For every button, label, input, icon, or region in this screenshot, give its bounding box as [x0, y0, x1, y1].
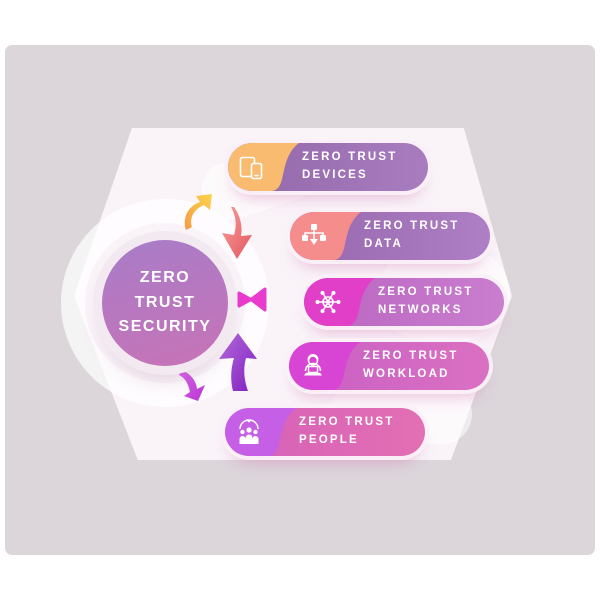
- orange-curved-arrow-icon: [184, 194, 212, 230]
- center-title-line: SECURITY: [118, 318, 212, 336]
- pill-label-line2: PEOPLE: [299, 434, 359, 446]
- pill-label: ZERO TRUST NETWORKS: [378, 284, 473, 320]
- red-down-arrow-icon: [222, 207, 252, 259]
- pill-body: [304, 278, 504, 326]
- pill-body: [225, 408, 425, 456]
- data-flow-icon: [302, 224, 326, 245]
- network-hub-icon: [315, 290, 341, 314]
- pill-label: ZERO TRUST WORKLOAD: [363, 348, 458, 384]
- purple-up-arrow-icon: [219, 333, 257, 391]
- pill-body: [228, 143, 428, 191]
- pill-zero-trust-people: ZERO TRUST PEOPLE: [225, 408, 425, 456]
- tablet-phone-icon: [239, 156, 263, 180]
- pill-label: ZERO TRUST PEOPLE: [299, 414, 394, 450]
- pill-body: [289, 342, 489, 390]
- zero-trust-security-circle: ZERO TRUST SECURITY: [102, 240, 228, 366]
- pill-label-line2: WORKLOAD: [363, 368, 450, 380]
- center-title: ZERO TRUST SECURITY: [119, 266, 212, 340]
- people-group-icon: [239, 419, 259, 444]
- pill-label-line1: ZERO TRUST: [299, 416, 395, 429]
- pill-label-line2: NETWORKS: [378, 304, 463, 316]
- pill-icon-cap: [289, 342, 360, 390]
- pill-label-line1: ZERO TRUST: [363, 350, 459, 363]
- pill-label-line1: ZERO TRUST: [364, 220, 460, 233]
- magenta-curved-arrow-icon: [179, 370, 205, 401]
- pill-label-line1: ZERO TRUST: [302, 151, 398, 164]
- pill-icon-cap: [228, 143, 299, 191]
- magenta-bowtie-arrow-icon: [237, 287, 267, 312]
- pill-zero-trust-networks: ZERO TRUST NETWORKS: [304, 278, 504, 326]
- pill-body: [290, 212, 490, 260]
- center-title-line: TRUST: [134, 293, 196, 311]
- pill-label: ZERO TRUST DEVICES: [302, 149, 397, 185]
- pill-zero-trust-workload: ZERO TRUST WORKLOAD: [289, 342, 489, 390]
- pill-zero-trust-data: ZERO TRUST DATA: [290, 212, 490, 260]
- center-title-line: ZERO: [139, 268, 191, 286]
- pill-label-line1: ZERO TRUST: [378, 286, 474, 299]
- pill-label: ZERO TRUST DATA: [364, 218, 459, 254]
- pill-zero-trust-devices: ZERO TRUST DEVICES: [228, 143, 428, 191]
- person-laptop-icon: [304, 354, 322, 376]
- pill-label-line2: DATA: [364, 238, 404, 250]
- pill-label-line2: DEVICES: [302, 169, 368, 181]
